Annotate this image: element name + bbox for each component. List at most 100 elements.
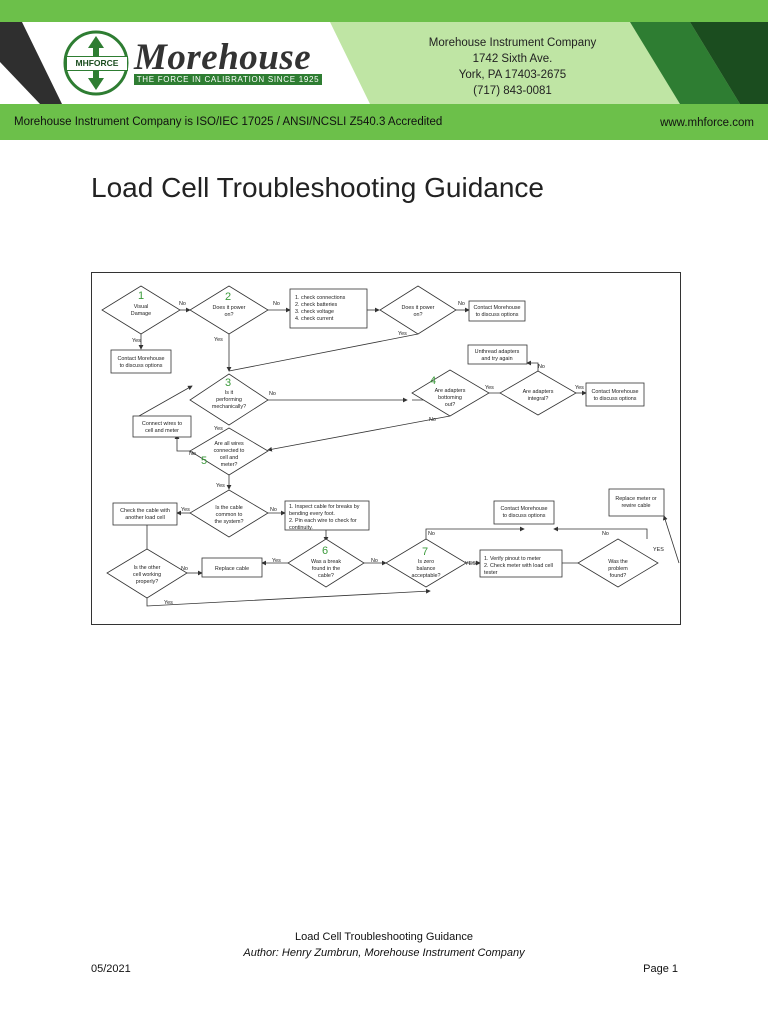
node-other-cell-l3: properly?: [136, 579, 158, 585]
edge-label-yes-10: YES: [465, 561, 476, 567]
edge-label-no-9: No: [371, 558, 378, 564]
node-power-on-l2: on?: [225, 312, 234, 318]
edge-label-no-8: No: [270, 507, 277, 513]
company-logo-wordmark: Morehouse: [134, 37, 312, 78]
address-line-company: Morehouse Instrument Company: [428, 37, 597, 49]
website-link[interactable]: www.mhforce.com: [660, 117, 754, 129]
edge-label-no-1: No: [179, 301, 186, 307]
node-break-found-l3: cable?: [318, 573, 334, 579]
box-contact-4-l1: Contact Morehouse: [500, 506, 547, 512]
footer-date: 05/2021: [91, 963, 131, 975]
edge-labels: No No No Yes Yes Yes No Yes Yes No Yes N…: [132, 301, 664, 606]
list-box-labels: 1. check connections 2. check batteries …: [289, 295, 553, 576]
node-break-found-l1: Was a break: [311, 559, 341, 565]
edge-label-no-6: No: [429, 417, 436, 423]
node-other-cell-l2: cell working: [133, 572, 161, 578]
edge-label-no-4: No: [269, 391, 276, 397]
step-numbers: 1 2 3 4 5 6 7: [138, 290, 436, 558]
step-number-4: 4: [430, 375, 436, 387]
accreditation-bar: [0, 104, 768, 140]
node-wires-connected-l2: connected to: [214, 448, 245, 454]
box-contact-4-l2: to discuss options: [503, 513, 546, 519]
edge-label-yes-9: Yes: [272, 558, 281, 564]
box-inspect-l1: 1. Inspect cable for breaks by: [289, 504, 360, 510]
edge-label-yes-7: Yes: [216, 483, 225, 489]
box-inspect-l3: 2. Pin each wire to check for: [289, 518, 357, 524]
node-power-on-2-l2: on?: [414, 312, 423, 318]
node-zero-balance-l1: Is zero: [418, 559, 434, 565]
step-number-6: 6: [322, 545, 328, 557]
logo-badge: MHFORCE: [66, 56, 128, 71]
box-check-cable-l1: Check the cable with: [120, 508, 170, 514]
box-unthread-l2: and try again: [481, 356, 512, 362]
edge-label-yes-4: Yes: [214, 426, 223, 432]
box-checks-l4: 4. check current: [295, 316, 334, 322]
node-visual-damage-l1: Visual: [134, 304, 149, 310]
node-labels: Visual Damage Does it power on? Does it …: [117, 304, 656, 585]
node-visual-damage-l2: Damage: [131, 311, 151, 317]
node-bottoming-l1: Are adapters: [435, 388, 466, 394]
node-wires-connected-l1: Are all wires: [214, 441, 244, 447]
address-line-street: 1742 Sixth Ave.: [472, 53, 553, 65]
box-checks-l1: 1. check connections: [295, 295, 346, 301]
edge-label-no-3: No: [458, 301, 465, 307]
flowchart-process-boxes: [110, 288, 665, 578]
footer-page-number: Page 1: [643, 963, 678, 975]
node-mechanical-l3: mechanically?: [212, 404, 246, 410]
box-unthread-l1: Unthread adapters: [475, 349, 520, 355]
troubleshooting-flowchart: 1 2 3 4 5 6 7 Visual Damage Does it powe…: [91, 272, 681, 625]
step-number-1: 1: [138, 290, 144, 302]
address-line-city: York, PA 17403-2675: [458, 69, 567, 81]
edge-label-no-2: No: [273, 301, 280, 307]
box-contact-1-l2: to discuss options: [476, 312, 519, 318]
box-check-cable-l2: another load cell: [125, 515, 165, 521]
box-connect-wires-l1: Connect wires to: [142, 421, 182, 427]
edge-label-yes-3: Yes: [398, 331, 407, 337]
box-contact-2-l2: to discuss options: [120, 363, 163, 369]
top-color-stripe: [0, 0, 768, 22]
box-verify-l1: 1. Verify pinout to meter: [484, 556, 541, 562]
box-verify-l3: tester: [484, 570, 498, 576]
letterhead-banner: MHFORCE Morehouse THE FORCE IN CALIBRATI…: [0, 22, 768, 104]
edge-label-no-12: No: [181, 566, 188, 572]
node-power-on-2-l1: Does it power: [402, 305, 435, 311]
accreditation-text: Morehouse Instrument Company is ISO/IEC …: [14, 116, 443, 128]
flowchart-decisions: [101, 285, 659, 599]
node-cable-common-l3: the system?: [214, 519, 243, 525]
node-zero-balance-l3: acceptable?: [411, 573, 440, 579]
step-number-7: 7: [422, 546, 428, 558]
box-replace-meter-l1: Replace meter or: [615, 496, 657, 502]
node-bottoming-l3: out?: [445, 402, 456, 408]
box-replace-meter-l2: rewire cable: [621, 503, 650, 509]
box-contact-1-l1: Contact Morehouse: [473, 305, 520, 311]
company-tagline: THE FORCE IN CALIBRATION SINCE 1925: [134, 74, 322, 85]
edge-label-yes-1: Yes: [132, 338, 141, 344]
node-zero-balance-l2: balance: [417, 566, 436, 572]
edge-label-no-11: No: [602, 531, 609, 537]
node-wires-connected-l3: cell and: [220, 455, 239, 461]
edge-label-yes-12: Yes: [164, 600, 173, 606]
box-contact-2-l1: Contact Morehouse: [117, 356, 164, 362]
document-title: Load Cell Troubleshooting Guidance: [91, 172, 544, 203]
edge-label-no-7: No: [189, 451, 196, 457]
edge-label-no-10: No: [428, 531, 435, 537]
box-connect-wires-l2: cell and meter: [145, 428, 179, 434]
edge-label-no-5: No: [538, 364, 545, 370]
step-number-3: 3: [225, 377, 231, 389]
node-power-on-l1: Does it power: [213, 305, 246, 311]
node-mechanical-l2: performing: [216, 397, 242, 403]
node-other-cell-l1: Is the other: [134, 565, 161, 571]
edge-label-yes-2: Yes: [214, 337, 223, 343]
node-cable-common-l1: Is the cable: [215, 505, 243, 511]
node-problem-found-l2: problem: [608, 566, 628, 572]
box-replace-cable: Replace cable: [215, 566, 249, 572]
box-checks-l3: 3. check voltage: [295, 309, 334, 315]
edge-label-yes-11: YES: [653, 547, 664, 553]
step-number-2: 2: [225, 291, 231, 303]
node-integral-l2: integral?: [528, 396, 549, 402]
node-wires-connected-l4: meter?: [221, 462, 238, 468]
address-line-phone: (717) 843-0081: [473, 85, 552, 97]
footer-title: Load Cell Troubleshooting Guidance: [295, 931, 473, 943]
edge-label-yes-8: Yes: [181, 507, 190, 513]
step-number-5: 5: [201, 455, 207, 467]
